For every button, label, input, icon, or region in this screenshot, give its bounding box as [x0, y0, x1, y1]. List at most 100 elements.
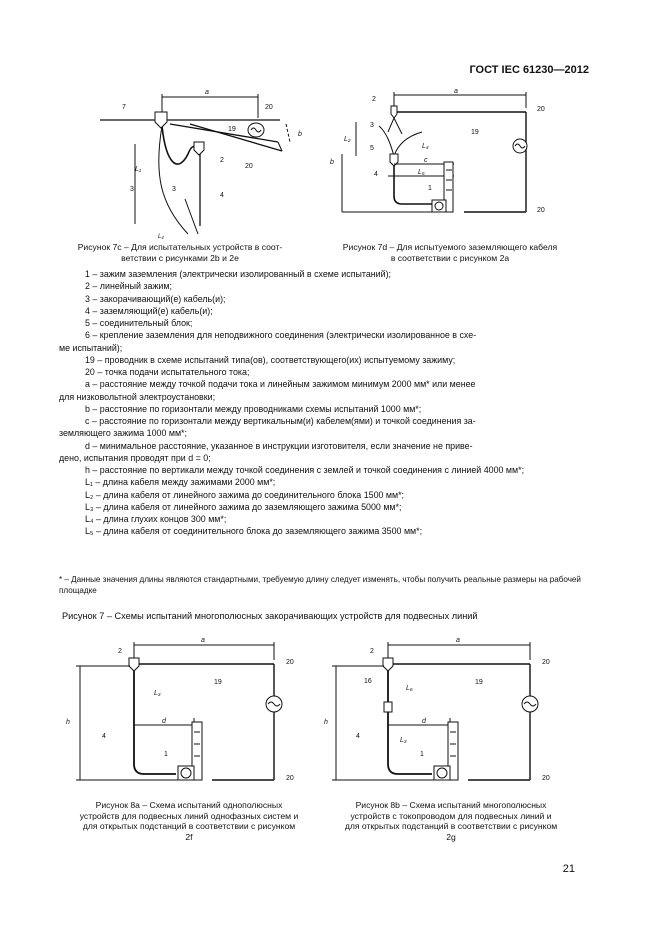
label-1: 1: [420, 751, 424, 758]
legend-item: L₁ – длина кабеля между зажимами 2000 мм…: [85, 477, 276, 488]
label-L3: L₃: [400, 737, 407, 744]
label-3-mid: 3: [172, 186, 176, 193]
label-20-bottom: 20: [537, 207, 545, 214]
grounding-cable: [133, 671, 176, 775]
legend-item: 3 – закорачивающий(е) кабель(и);: [85, 293, 226, 304]
label-19: 19: [228, 126, 236, 133]
figure-7d-diagram: 2 a 20 3 19 L₂ b 5 L₄ c L₅ 4 1 20: [330, 88, 545, 214]
label-20-top: 20: [537, 106, 545, 113]
legend-item: дено, испытания проводят при d = 0;: [59, 452, 211, 463]
label-a: a: [201, 637, 205, 644]
legend-item: земляющего зажима 1000 мм*;: [59, 428, 187, 439]
ground-clamp-fixture: [433, 721, 459, 781]
legend-item: L₂ – длина кабеля от линейного зажима до…: [85, 489, 405, 500]
label-c: c: [424, 157, 428, 164]
label-20-bottom: 20: [286, 775, 294, 782]
legend-item: L₃ – длина кабеля от линейного зажима до…: [85, 501, 402, 512]
figure-7c-diagram: 7 a 20 19 b 2 20 L₁ 3 3 4 L₄: [100, 89, 302, 240]
line-clamp: [128, 657, 140, 672]
line-clamp: [390, 105, 398, 119]
figure-8b-caption-line2: устройств с токопроводом для подвесных л…: [350, 810, 552, 821]
footnote: * – Данные значения длины являются станд…: [59, 575, 581, 595]
legend-item: d – минимальное расстояние, указанное в …: [85, 440, 473, 451]
grounding-cable: [393, 166, 432, 205]
shorting-cable: [161, 125, 199, 165]
label-7: 7: [122, 104, 126, 111]
figure-8b-caption-line1: Рисунок 8b – Схема испытаний многополюсн…: [355, 800, 547, 810]
label-5: 5: [370, 145, 374, 152]
label-19: 19: [214, 679, 222, 686]
label-2: 2: [370, 648, 374, 655]
label-d: d: [422, 718, 427, 725]
label-d: d: [162, 718, 167, 725]
legend-item: c – расстояние по горизонтали между верт…: [85, 416, 476, 426]
label-L3: L₃: [154, 690, 161, 697]
legend-item: 2 – линейный зажим;: [85, 281, 172, 292]
label-1: 1: [164, 751, 168, 758]
figure-7c-caption-line1: Рисунок 7c – Для испытательных устройств…: [77, 242, 283, 252]
figure-7-title: Рисунок 7 – Схемы испытаний многополюсны…: [62, 611, 478, 621]
legend-item: a – расстояние между точкой подачи тока …: [85, 379, 476, 390]
dimension-a: [133, 642, 275, 660]
legend-item: 1 – зажим заземления (электрически изоли…: [85, 269, 392, 279]
legend-item: 5 – соединительный блок;: [85, 318, 193, 328]
legend-item: b – расстояние по горизонтали между пров…: [85, 403, 422, 414]
dimension-h: [332, 665, 454, 781]
legend: 1 – зажим заземления (электрически изоли…: [59, 268, 586, 538]
label-h: h: [324, 719, 328, 726]
line-clamp: [154, 111, 168, 129]
figure-8b-caption-line3: для открытых подстанций в соответствии с…: [344, 821, 558, 831]
dimension-a: [393, 92, 527, 108]
label-a: a: [456, 637, 460, 644]
grounding-cable: [387, 712, 432, 775]
label-a: a: [454, 88, 458, 95]
legend-item: ме испытаний);: [59, 342, 123, 353]
test-circuit-loop: [394, 111, 527, 213]
conductor-lines: [100, 119, 283, 152]
figure-8a-caption-line1: Рисунок 8a – Схема испытаний однополюсны…: [95, 800, 283, 810]
label-4: 4: [374, 171, 378, 178]
label-L4: L₄: [422, 143, 429, 150]
figure-8a-caption-line2: устройств для подвесных линий однофазных…: [79, 810, 299, 821]
label-19: 19: [471, 129, 479, 136]
label-20-bottom: 20: [245, 163, 253, 170]
legend-item: L₄ – длина глухих концов 300 мм*;: [85, 514, 227, 524]
label-4: 4: [220, 192, 224, 199]
label-16: 16: [364, 678, 372, 685]
label-2: 2: [220, 157, 224, 164]
figure-8a-caption-line4: 2f: [185, 831, 193, 842]
busbar-clamp: [383, 701, 393, 713]
dimension-a: [387, 642, 531, 660]
figure-8b-caption-line4: 2g: [446, 831, 456, 842]
dimension-h: [76, 665, 198, 781]
figure-8a-diagram: 2 a 20 L₃ 19 h d 4 1 20: [66, 637, 294, 782]
connection-block: [193, 141, 205, 156]
ground-clamp-fixture: [177, 721, 203, 781]
legend-item: 4 – заземляющий(е) кабель(и);: [85, 305, 213, 316]
test-circuit-loop: [134, 663, 275, 781]
label-a: a: [205, 89, 209, 96]
label-20-top: 20: [265, 104, 273, 111]
legend-item: 6 – крепление заземления для неподвижног…: [85, 330, 477, 341]
label-3: 3: [370, 122, 374, 129]
label-19: 19: [475, 679, 483, 686]
label-L6: L₆: [406, 685, 413, 692]
label-L5: L₅: [418, 169, 425, 176]
legend-item: h – расстояние по вертикали между точкой…: [85, 465, 525, 475]
legend-item: 19 – проводник в схеме испытаний типа(ов…: [85, 354, 456, 365]
figure-8b-diagram: 2 a 20 16 L₆ 19 h d 4 L₃ 1 20: [324, 637, 550, 782]
label-3-left: 3: [130, 186, 134, 193]
legend-item: для низковольтной электроустановки;: [59, 391, 216, 402]
label-b: b: [330, 159, 334, 166]
figure-8a-caption-line3: для открытых подстанций в соответствии с…: [82, 821, 296, 831]
figure-7c-caption-line2: ветствии с рисунками 2b и 2e: [121, 252, 239, 263]
current-source-icon: [247, 122, 265, 138]
figure-7d-caption-line1: Рисунок 7d – Для испытуемого заземляющег…: [342, 242, 558, 252]
label-20-bottom: 20: [542, 775, 550, 782]
label-2: 2: [372, 96, 376, 103]
ground-clamp-fixture: [431, 161, 454, 213]
label-20-top: 20: [542, 659, 550, 666]
label-2: 2: [118, 648, 122, 655]
line-clamp: [382, 657, 394, 672]
label-4: 4: [356, 733, 360, 740]
